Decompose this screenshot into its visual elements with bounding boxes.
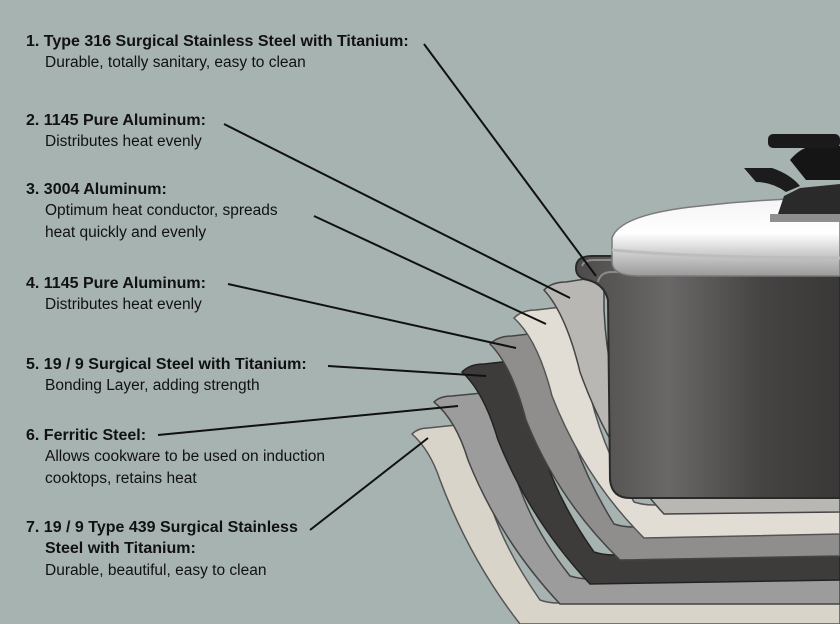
- layer-6-desc-line-1: Allows cookware to be used on induction: [45, 448, 326, 465]
- layer-label-4: 4. 1145 Pure Aluminum: Distributes heat …: [26, 274, 206, 316]
- leader-lines: [157, 43, 597, 531]
- leader-line-6: [157, 405, 459, 436]
- layer-3-desc-line-1: Optimum heat conductor, spreads: [45, 202, 278, 219]
- layer-2-title: 2. 1145 Pure Aluminum:: [26, 112, 206, 129]
- layer-5-desc: Bonding Layer, adding strength: [45, 377, 260, 394]
- leader-line-5: [327, 365, 487, 377]
- lid-knob: [744, 134, 840, 222]
- leader-line-4: [227, 283, 517, 349]
- layer-2-desc: Distributes heat evenly: [45, 133, 202, 150]
- layer-label-3: 3. 3004 Aluminum: Optimum heat conductor…: [26, 180, 278, 244]
- layer-3-title: 3. 3004 Aluminum:: [26, 181, 167, 198]
- layer-label-7: 7. 19 / 9 Type 439 Surgical Stainless St…: [26, 518, 298, 582]
- layer-1-title: 1. Type 316 Surgical Stainless Steel wit…: [26, 33, 409, 50]
- layer-6-title: 6. Ferritic Steel:: [26, 427, 147, 444]
- layer-4-title: 4. 1145 Pure Aluminum:: [26, 275, 206, 292]
- layer-label-6: 6. Ferritic Steel: Allows cookware to be…: [26, 426, 325, 490]
- layer-3-desc-line-2: heat quickly and evenly: [45, 224, 207, 241]
- leader-line-7: [309, 437, 429, 531]
- pot-rim: [581, 259, 840, 283]
- layer-6-desc-line-2: cooktops, retains heat: [45, 470, 197, 487]
- layer-label-2: 2. 1145 Pure Aluminum: Distributes heat …: [26, 111, 206, 153]
- layer-5-title: 5. 19 / 9 Surgical Steel with Titanium:: [26, 356, 307, 373]
- layer-1-desc: Durable, totally sanitary, easy to clean: [45, 54, 306, 71]
- layer-7-title: 7. 19 / 9 Type 439 Surgical Stainless: [26, 519, 298, 536]
- layer-label-5: 5. 19 / 9 Surgical Steel with Titanium: …: [26, 355, 307, 397]
- pot-body: [574, 255, 840, 499]
- leader-line-1: [423, 43, 597, 277]
- lid-edge: [611, 248, 840, 260]
- leader-line-2: [223, 123, 571, 299]
- layer-7-title-cont: Steel with Titanium:: [45, 540, 196, 557]
- layer-4-desc: Distributes heat evenly: [45, 296, 202, 313]
- leader-line-3: [313, 215, 547, 325]
- layer-7-desc: Durable, beautiful, easy to clean: [45, 562, 267, 579]
- layer-label-1: 1. Type 316 Surgical Stainless Steel wit…: [26, 32, 409, 74]
